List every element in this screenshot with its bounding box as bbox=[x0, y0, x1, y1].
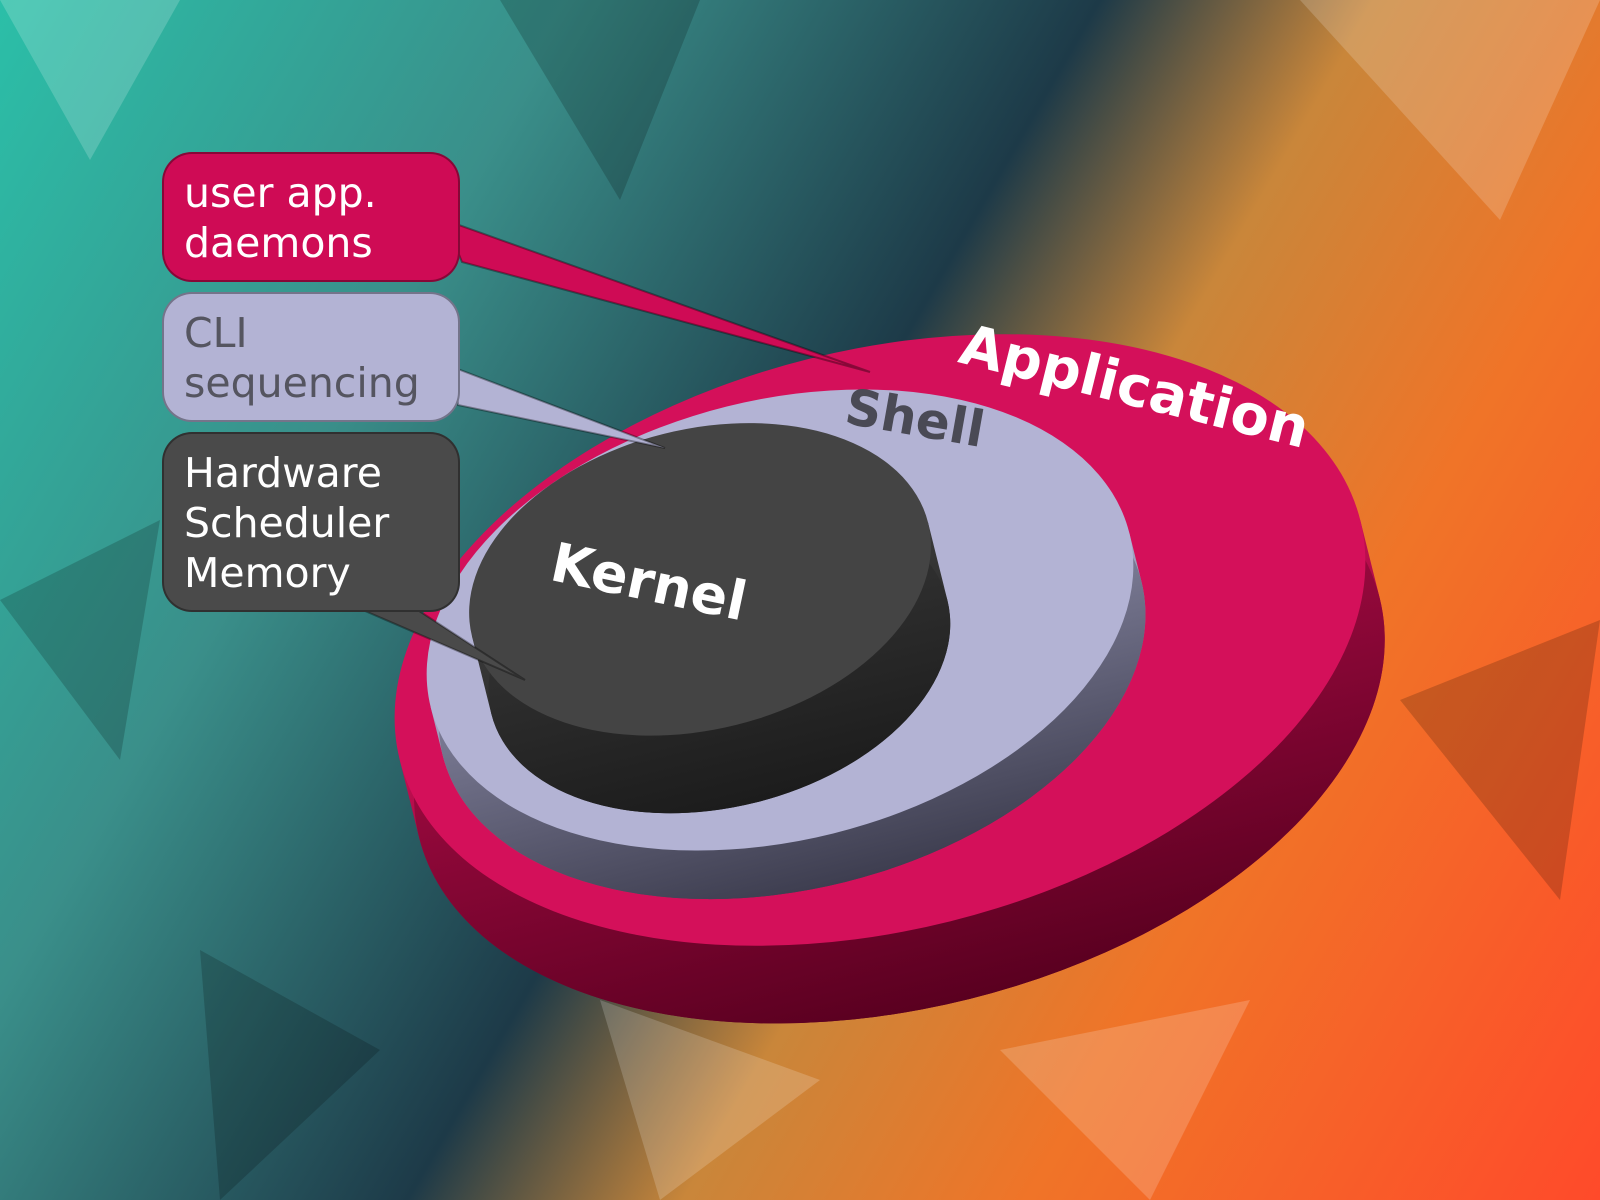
kernel-callout-line: Memory bbox=[184, 549, 351, 597]
shell-callout-line: sequencing bbox=[184, 359, 420, 407]
kernel-callout-line: Hardware bbox=[184, 449, 382, 497]
kernel-disc bbox=[469, 423, 951, 814]
application-callout: user app. daemons bbox=[162, 152, 460, 282]
application-callout-line: daemons bbox=[184, 219, 373, 267]
kernel-callout-line: Scheduler bbox=[184, 499, 390, 547]
shell-callout-line: CLI bbox=[184, 309, 248, 357]
shell-callout: CLI sequencing bbox=[162, 292, 460, 422]
shell-callout-pointer bbox=[453, 366, 666, 449]
kernel-callout: Hardware Scheduler Memory bbox=[162, 432, 460, 612]
application-callout-line: user app. bbox=[184, 169, 377, 217]
application-callout-pointer bbox=[443, 218, 871, 373]
